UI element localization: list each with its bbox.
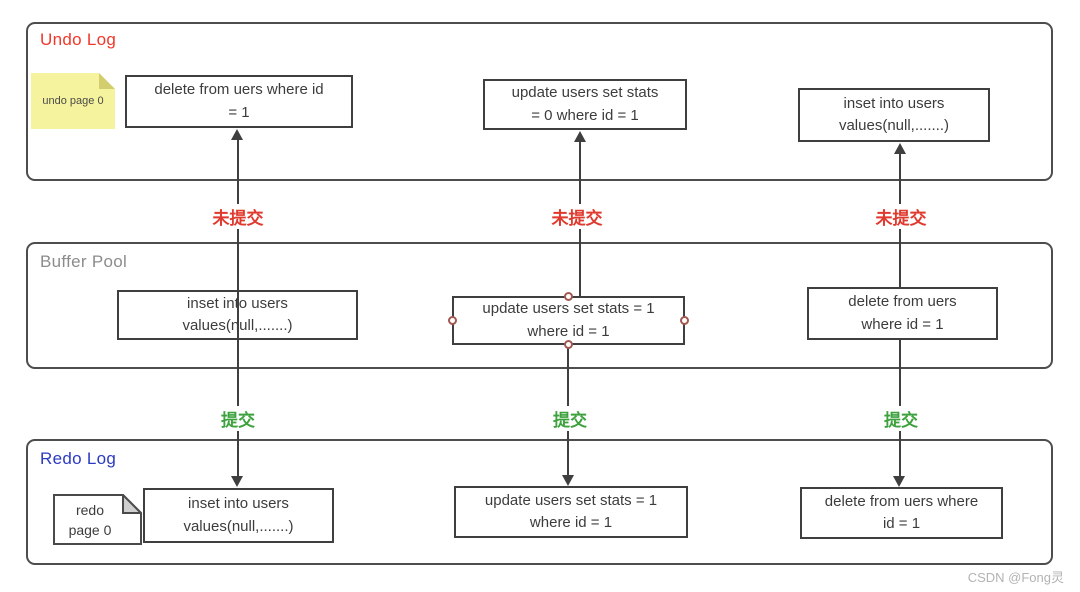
undo-box-update[interactable]: update users set stats = 0 where id = 1 (483, 79, 687, 130)
arrowhead-down-icon (231, 476, 243, 487)
redo-box-delete[interactable]: delete from uers where id = 1 (800, 487, 1003, 539)
buffer-box-delete[interactable]: delete from uers where id = 1 (807, 287, 998, 340)
connection-handle-right[interactable] (680, 316, 689, 325)
redo-page-label: redo page 0 (68, 501, 112, 538)
arrowhead-up-icon (894, 143, 906, 154)
redo-log-title: Redo Log (40, 449, 117, 468)
connection-handle-bottom[interactable] (564, 340, 573, 349)
arrowhead-up-icon (231, 129, 243, 140)
committed-label: 提交 (549, 406, 591, 431)
buffer-box-update[interactable]: update users set stats = 1 where id = 1 (452, 296, 685, 345)
uncommitted-label: 未提交 (208, 204, 268, 229)
redo-log-container[interactable] (26, 439, 1053, 565)
folded-corner-icon (99, 73, 115, 89)
arrowhead-up-icon (574, 131, 586, 142)
undo-log-title: Undo Log (40, 30, 117, 49)
flow-edge-col1[interactable] (237, 139, 239, 477)
undo-box-delete[interactable]: delete from uers where id = 1 (125, 75, 353, 128)
connection-handle-left[interactable] (448, 316, 457, 325)
undo-log-container[interactable] (26, 22, 1053, 181)
buffer-pool-container[interactable] (26, 242, 1053, 369)
committed-label: 提交 (880, 406, 922, 431)
redo-box-update[interactable]: update users set stats = 1 where id = 1 (454, 486, 688, 538)
redo-page-document-icon[interactable]: redo page 0 (53, 492, 144, 545)
arrowhead-down-icon (893, 476, 905, 487)
arrowhead-down-icon (562, 475, 574, 486)
uncommitted-label: 未提交 (871, 204, 931, 229)
uncommitted-label: 未提交 (547, 204, 607, 229)
redo-box-insert[interactable]: inset into users values(null,.......) (143, 488, 334, 543)
undo-box-insert[interactable]: inset into users values(null,.......) (798, 88, 990, 142)
connection-handle-top[interactable] (564, 292, 573, 301)
committed-label: 提交 (217, 406, 259, 431)
watermark: CSDN @Fong灵 (967, 570, 1064, 585)
buffer-pool-title: Buffer Pool (40, 252, 128, 271)
